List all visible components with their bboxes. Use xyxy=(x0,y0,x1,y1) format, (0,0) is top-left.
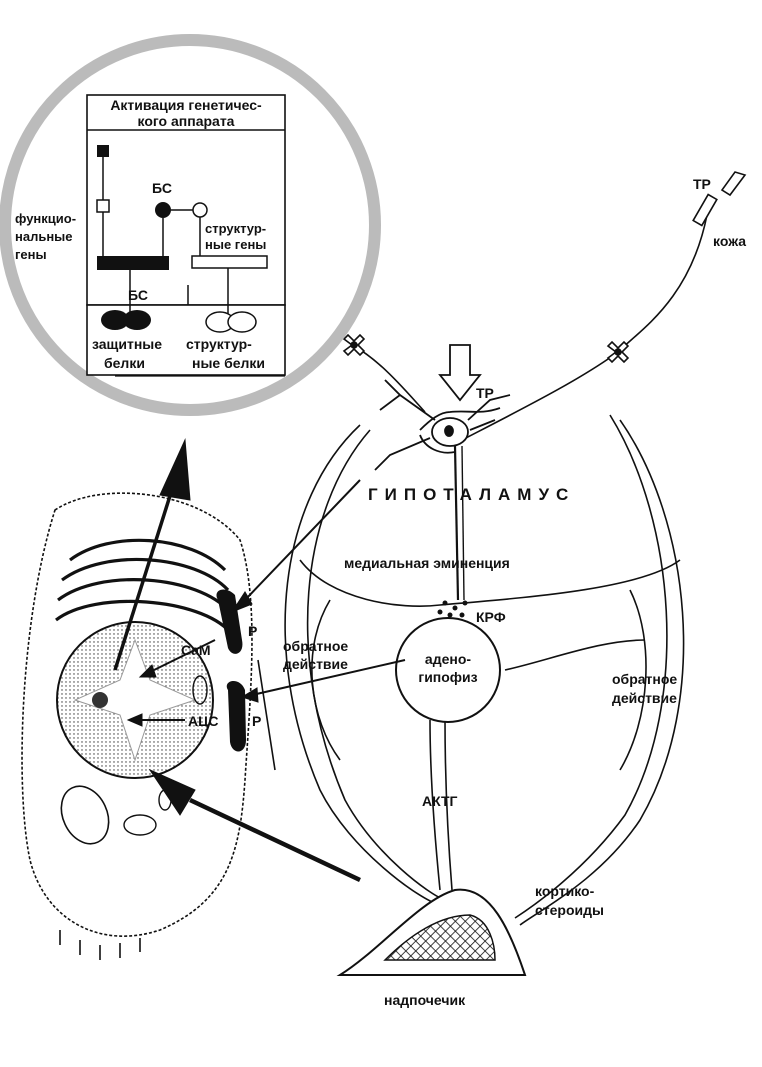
bs-top-label: БС xyxy=(152,180,172,196)
corticosteroids-line2: стероиды xyxy=(535,902,604,918)
skin-stimulus-arrow xyxy=(722,172,745,195)
p-top-label: P xyxy=(248,623,257,639)
neuron-nucleus xyxy=(445,426,453,436)
structural-proteins-line1: структур- xyxy=(186,336,252,352)
tr-center-label: ТР xyxy=(476,385,494,401)
inset-header-line2: кого аппарата xyxy=(138,113,235,129)
acth-label: АКТГ xyxy=(422,793,458,809)
krf-label: КРФ xyxy=(476,609,506,625)
krf-terminal xyxy=(438,601,468,618)
left-afferent xyxy=(352,345,425,412)
bs-bottom-label: БС xyxy=(128,287,148,303)
skin-label: кожа xyxy=(713,233,746,249)
structural-proteins-line2: ные белки xyxy=(192,355,265,371)
structural-genes-line1: структур- xyxy=(205,221,266,236)
functional-genes-line2: нальные xyxy=(15,229,73,244)
adenohypophysis-line1: адено- xyxy=(425,651,471,667)
feedback-left-line1: обратное xyxy=(283,638,348,654)
structural-gene-bar xyxy=(192,256,267,268)
adrenal-gland xyxy=(340,890,525,975)
feedback-right-line1: обратное xyxy=(612,671,677,687)
afferent-from-skin xyxy=(618,215,707,352)
p-bottom-label: P xyxy=(252,713,261,729)
structural-genes-line2: ные гены xyxy=(205,237,266,252)
adrenal-label: надпочечик xyxy=(384,992,466,1008)
protective-proteins-line1: защитные xyxy=(92,336,162,352)
feedback-left-line2: действие xyxy=(283,656,348,672)
corticosteroids-line1: кортико- xyxy=(535,883,595,899)
skin-receptor xyxy=(693,195,717,226)
cam-label: CaM xyxy=(181,642,211,658)
acs-label: АЦС xyxy=(188,713,218,729)
medial-eminence-label: медиальная эминенция xyxy=(344,555,510,571)
protective-proteins-line2: белки xyxy=(104,355,145,371)
feedback-right-line2: действие xyxy=(612,690,677,706)
functional-genes-line1: функцио- xyxy=(15,211,76,226)
nucleolus xyxy=(92,692,108,708)
stimulus-arrow xyxy=(440,345,480,400)
functional-genes-line3: гены xyxy=(15,247,47,262)
tr-skin-label: ТР xyxy=(693,176,711,192)
functional-gene-bar xyxy=(97,256,169,270)
hypothalamus-label: ГИПОТАЛАМУС xyxy=(368,485,575,504)
adenohypophysis-line2: гипофиз xyxy=(418,669,477,685)
inset-header-line1: Активация генетичес- xyxy=(110,97,262,113)
peripheral-neurons xyxy=(344,172,745,362)
